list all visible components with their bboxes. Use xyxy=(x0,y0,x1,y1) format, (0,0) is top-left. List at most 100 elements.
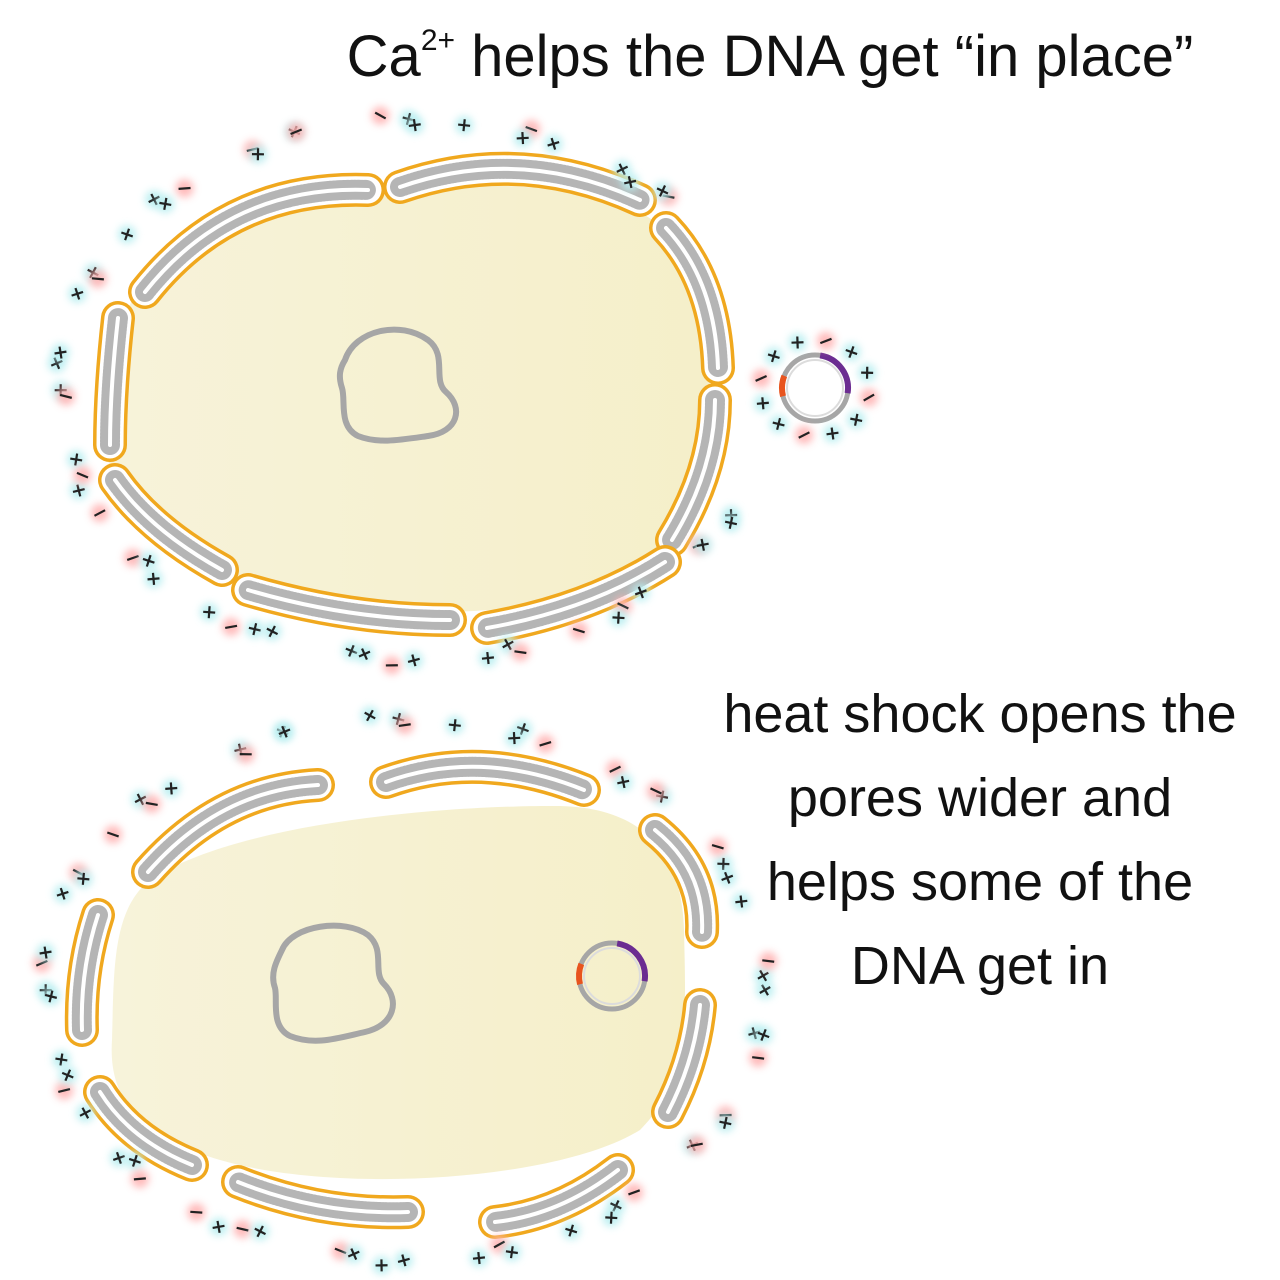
positive-charge xyxy=(404,651,423,670)
negative-charge xyxy=(73,466,92,485)
negative-charge xyxy=(233,1220,252,1239)
negative-charge xyxy=(55,1081,74,1100)
negative-charge xyxy=(646,781,665,800)
negative-charge xyxy=(759,952,778,971)
positive-charge xyxy=(653,181,672,200)
positive-charge xyxy=(716,1113,735,1132)
membrane-segment xyxy=(64,898,115,1047)
positive-charge xyxy=(614,773,633,792)
negative-charge xyxy=(795,426,814,445)
negative-charge xyxy=(142,794,161,813)
membrane-segment xyxy=(383,151,657,217)
positive-charge xyxy=(732,892,751,911)
negative-charge xyxy=(859,388,878,407)
membrane-segment xyxy=(638,813,720,949)
positive-charge xyxy=(631,583,650,602)
positive-charge xyxy=(753,394,772,413)
membrane-segment xyxy=(231,573,467,637)
positive-charge xyxy=(394,1251,413,1270)
positive-charge xyxy=(823,424,842,443)
negative-charge xyxy=(687,1135,706,1154)
membrane-segment xyxy=(98,463,239,587)
positive-charge xyxy=(68,284,87,303)
positive-charge xyxy=(405,116,424,135)
positive-charge xyxy=(718,868,737,887)
negative-charge xyxy=(536,734,555,753)
positive-charge xyxy=(53,884,72,903)
positive-charge xyxy=(788,333,807,352)
negative-charge xyxy=(123,548,142,567)
negative-charge xyxy=(625,1183,644,1202)
positive-charge xyxy=(858,363,877,382)
caption-line: pores wider and xyxy=(787,768,1173,828)
positive-charge xyxy=(36,943,55,962)
positive-charge xyxy=(455,116,474,135)
positive-charge xyxy=(51,343,70,362)
positive-charge xyxy=(251,1222,270,1241)
negative-charge xyxy=(103,825,122,844)
positive-charge xyxy=(469,1249,488,1268)
cytoplasm xyxy=(111,805,686,1180)
negative-charge xyxy=(708,837,727,856)
negative-charge xyxy=(569,621,588,640)
positive-charge xyxy=(275,722,294,741)
chromosome xyxy=(336,326,459,444)
caption-calcium: Ca2+ helps the DNA get “in place” xyxy=(346,24,1194,89)
positive-charge xyxy=(144,569,163,588)
positive-charge xyxy=(721,513,740,532)
positive-charge xyxy=(156,194,175,213)
positive-charge xyxy=(139,551,158,570)
chromosome xyxy=(270,922,396,1044)
cytoplasm xyxy=(104,185,722,612)
positive-charge xyxy=(756,981,774,999)
negative-charge xyxy=(90,504,109,523)
positive-charge xyxy=(714,854,733,873)
negative-charge xyxy=(752,369,771,388)
negative-charge xyxy=(511,643,530,662)
negative-charge xyxy=(287,122,306,141)
membrane-segment xyxy=(83,1075,209,1182)
positive-charge xyxy=(248,145,267,164)
positive-charge xyxy=(621,173,640,192)
positive-charge xyxy=(544,134,563,153)
positive-charge xyxy=(118,225,137,244)
cell-after-heat-shock xyxy=(32,706,778,1275)
membrane-segment xyxy=(369,749,601,807)
positive-charge xyxy=(76,1104,95,1123)
positive-charge xyxy=(245,620,264,639)
membrane-segment xyxy=(221,1165,425,1230)
positive-charge xyxy=(67,450,86,469)
membrane-segment xyxy=(649,211,735,385)
negative-charge xyxy=(606,760,625,779)
positive-charge xyxy=(41,987,60,1006)
surface-charges xyxy=(32,706,778,1275)
plasmid-marker xyxy=(576,962,585,985)
positive-charge xyxy=(502,1243,521,1262)
negative-charge xyxy=(175,179,194,198)
positive-charge xyxy=(109,1148,128,1167)
cell-membrane xyxy=(93,151,735,645)
positive-charge xyxy=(74,869,93,888)
negative-charge xyxy=(749,1048,768,1067)
negative-charge xyxy=(222,617,241,636)
membrane-segment xyxy=(651,988,717,1129)
negative-charge xyxy=(56,387,75,406)
plasmid-marker xyxy=(616,940,648,982)
positive-charge xyxy=(200,603,219,622)
negative-charge xyxy=(187,1203,206,1222)
membrane-segment xyxy=(128,172,385,309)
positive-charge xyxy=(842,343,861,362)
caption-heat-shock: heat shock opens the pores wider and hel… xyxy=(690,672,1270,1008)
positive-charge xyxy=(754,1025,773,1044)
membrane-segment xyxy=(655,383,732,557)
plasmid-marker xyxy=(819,352,851,394)
positive-charge xyxy=(125,1151,144,1170)
positive-charge xyxy=(693,535,712,554)
membrane-segment xyxy=(131,768,335,889)
positive-charge xyxy=(847,410,866,429)
negative-charge xyxy=(382,656,401,675)
positive-charge xyxy=(209,1217,228,1236)
caption-line: heat shock opens the xyxy=(723,684,1237,744)
negative-charge xyxy=(88,269,107,288)
cell-before-heat-shock xyxy=(47,106,878,675)
